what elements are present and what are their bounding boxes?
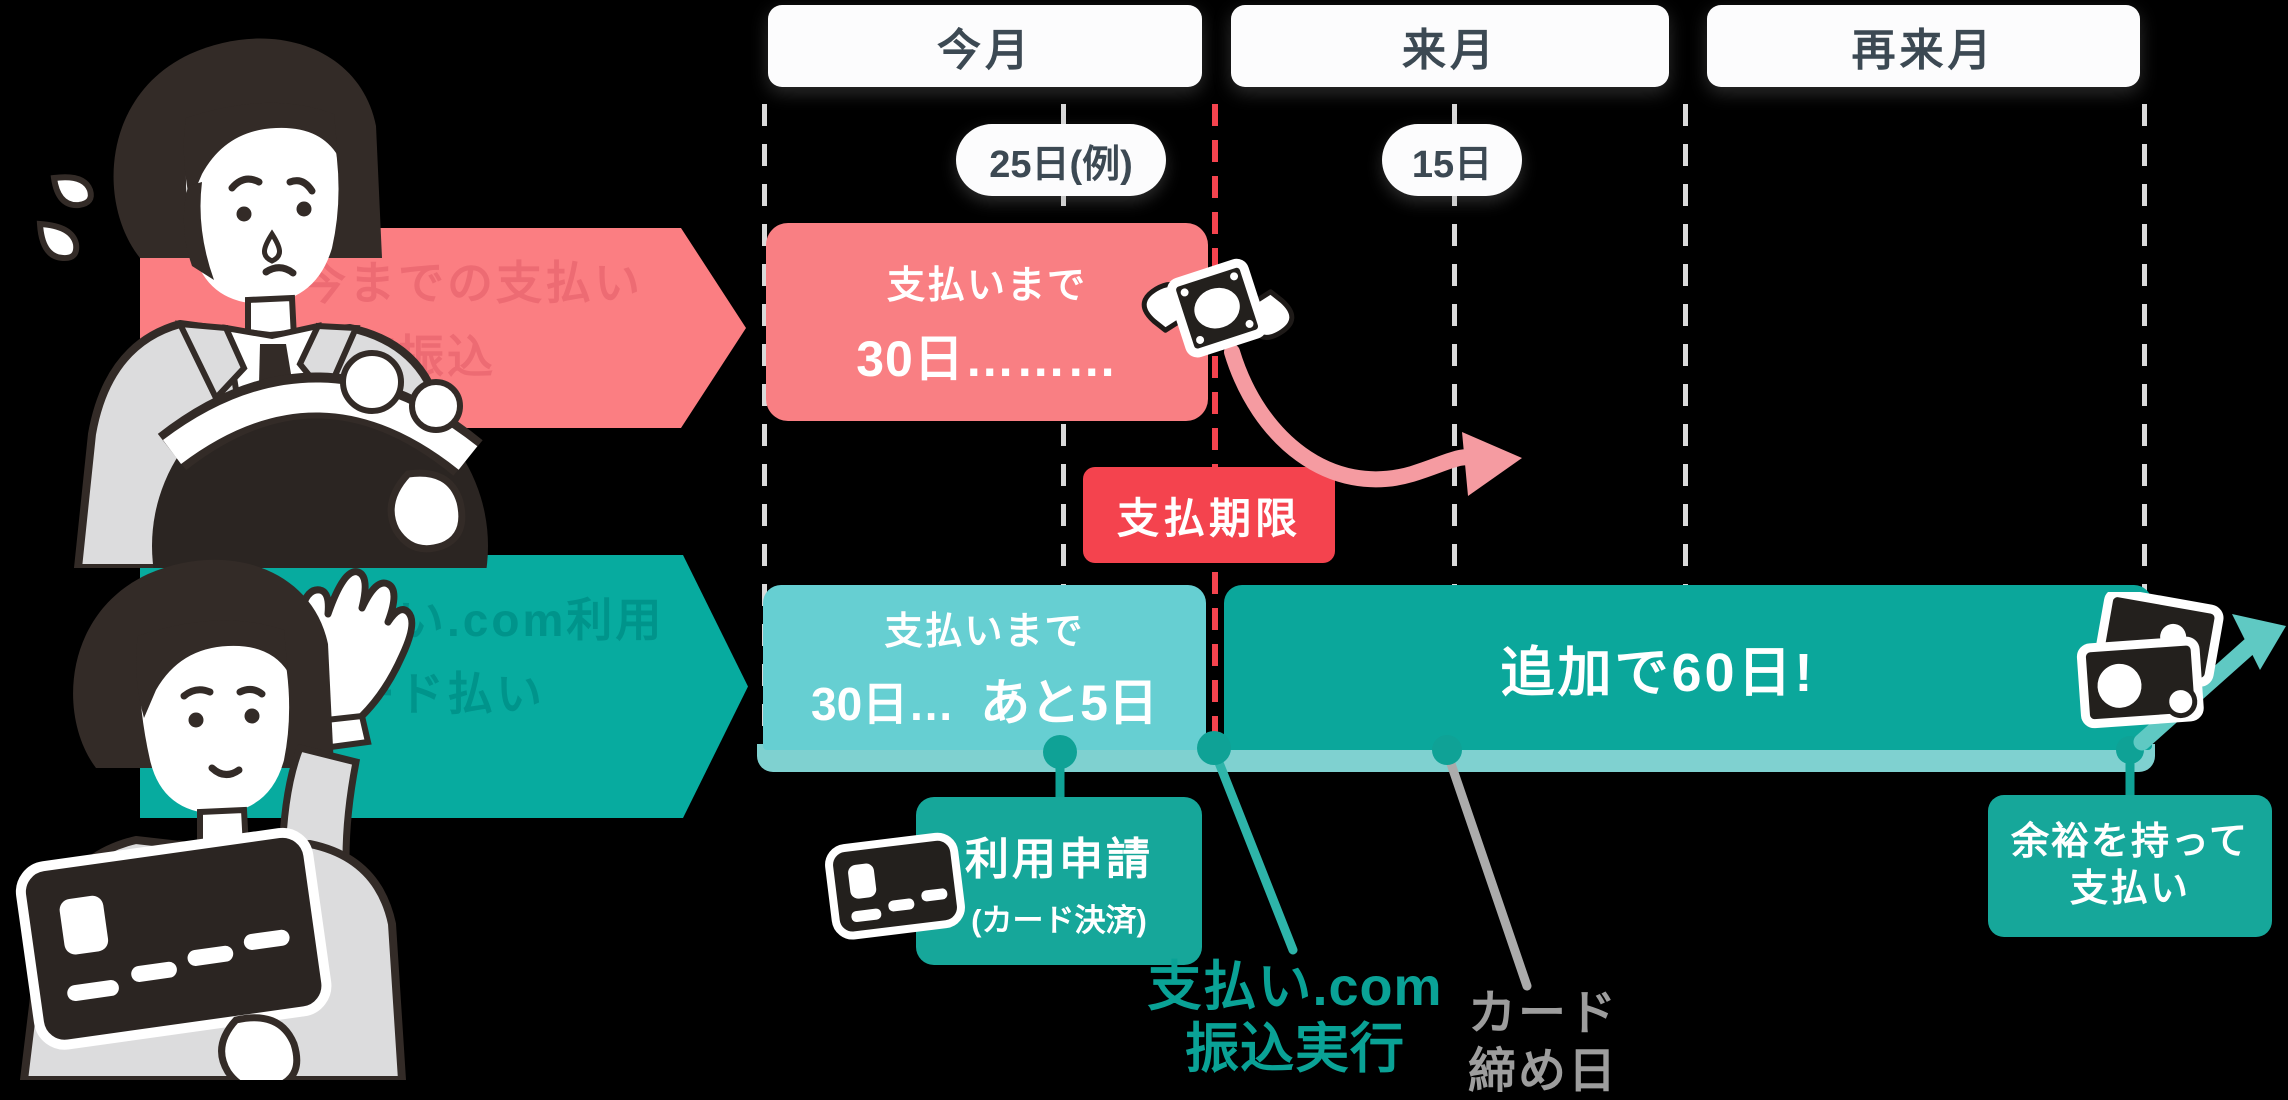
box-30days-after-line2b: あと5日 — [980, 675, 1158, 731]
transfer-execution-label: 支払い.com 振込実行 — [1128, 956, 1462, 1080]
box-30days-after-line1: 支払いまで — [884, 611, 1085, 653]
banner-before-line1: 今までの支払い — [300, 257, 643, 309]
date-pill-label: 25日(例) — [989, 143, 1133, 186]
guide-line-next-month-end — [1683, 104, 1688, 780]
date-pill-15th: 15日 — [1382, 124, 1522, 196]
banner-after-line2: カード払い — [300, 668, 545, 720]
month-label: 再来月 — [1851, 26, 1996, 75]
date-pill-label: 15日 — [1411, 143, 1493, 186]
box-30days-after-line2a: 30日… — [811, 678, 955, 730]
box-30days-before-line1: 支払いまで — [886, 264, 1087, 307]
relief-line2: 支払い — [2069, 868, 2190, 910]
month-header-month-after-next: 再来月 — [1707, 5, 2140, 87]
banner-after-text: 支払い.com利用 カード払い — [300, 597, 664, 717]
apply-badge: 利用申請 (カード決済) — [916, 797, 1202, 965]
month-header-next-month: 来月 — [1231, 5, 1669, 87]
banner-after-line1: 支払い.com利用 — [300, 594, 665, 646]
apply-badge-title: 利用申請 — [965, 834, 1153, 884]
date-pill-25th: 25日(例) — [956, 124, 1166, 196]
connector-transfer-execution — [1209, 745, 1298, 955]
box-30days-before: 支払いまで 30日……… — [766, 223, 1208, 421]
card-closing-line1: カード — [1468, 987, 1619, 1040]
month-label: 今月 — [937, 26, 1033, 75]
guide-line-25th — [1061, 104, 1066, 780]
sweat-splash-icon — [36, 174, 94, 262]
connector-card-closing — [1442, 747, 1532, 991]
confusion-squiggle-icon — [278, 91, 363, 163]
box-extra-60days: 追加で60日! — [1224, 585, 2152, 750]
guide-line-month-start — [762, 104, 767, 780]
transfer-execution-line2: 振込実行 — [1185, 1019, 1405, 1080]
relief-payment-badge: 余裕を持って 支払い — [1988, 795, 2272, 937]
month-label: 来月 — [1402, 26, 1498, 75]
banner-before-line2: 口座振込 — [300, 331, 496, 383]
payment-deadline-badge: 支払期限 — [1083, 467, 1335, 563]
month-header-this-month: 今月 — [768, 5, 1202, 87]
banner-after-payment: 支払い.com利用 カード払い — [140, 555, 748, 818]
payment-deadline-label: 支払期限 — [1116, 494, 1301, 542]
card-closing-line2: 締め日 — [1468, 1044, 1619, 1098]
large-credit-card — [15, 827, 332, 1050]
guide-line-timeline-end — [2142, 104, 2147, 780]
relief-line1: 余裕を持って — [2010, 820, 2250, 863]
transfer-execution-line1: 支払い.com — [1147, 957, 1443, 1017]
box-30days-after: 支払いまで 30日… あと5日 — [763, 585, 1206, 750]
banner-before-payment: 今までの支払い 口座振込 — [140, 228, 746, 428]
apply-badge-subtitle: (カード決済) — [971, 902, 1147, 938]
box-30days-before-line2: 30日……… — [856, 330, 1118, 387]
guide-line-deadline — [1212, 104, 1218, 750]
box-30days-after-line2: 30日… あと5日 — [811, 663, 1158, 735]
box-extra-60days-label: 追加で60日! — [1500, 643, 1816, 703]
card-closing-date-label: カード 締め日 — [1468, 985, 1618, 1100]
banner-before-text: 今までの支払い 口座振込 — [300, 260, 643, 380]
